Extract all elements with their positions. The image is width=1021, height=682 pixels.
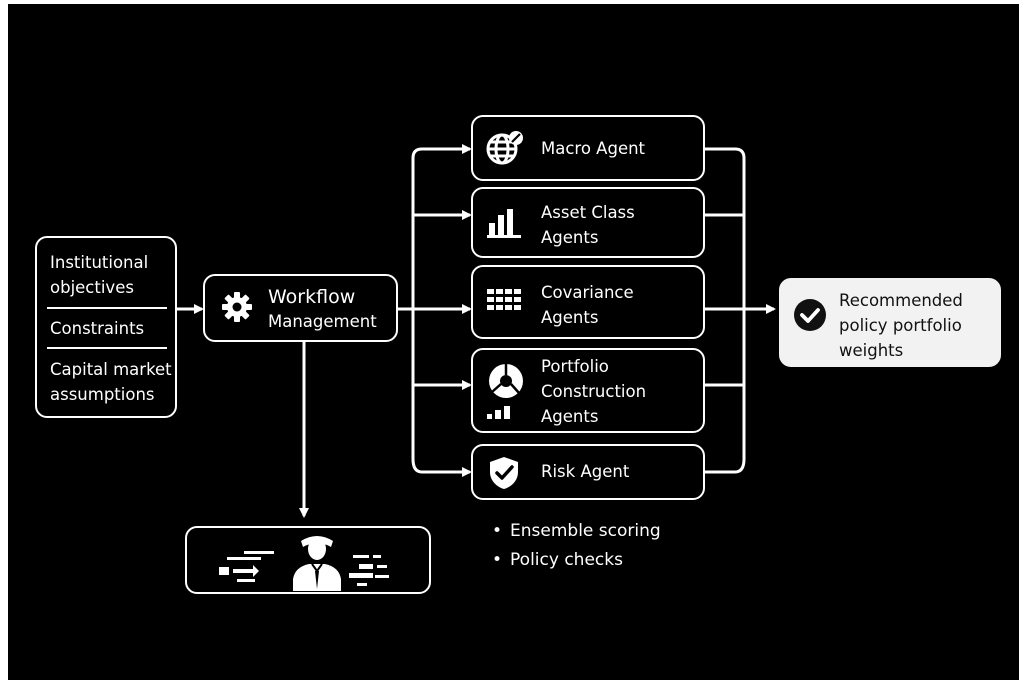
agent-label: Agents (541, 407, 599, 426)
globe-icon (486, 131, 523, 165)
agent-label: Asset Class (541, 203, 635, 222)
asset-class-agents-box: Asset Class Agents (471, 187, 705, 258)
bullet-item: • Ensemble scoring (492, 519, 661, 543)
agent-label: Risk Agent (541, 462, 630, 481)
divider (47, 347, 167, 349)
cma-line2: assumptions (50, 385, 155, 404)
check-circle-icon (794, 299, 826, 331)
bullet-item: • Policy checks (492, 548, 623, 572)
output-line2: policy portfolio (839, 316, 962, 335)
inputs-box: Institutional objectives Constraints Cap… (35, 236, 177, 418)
agent-label: Portfolio (541, 357, 609, 376)
diagram-canvas: Institutional objectives Constraints Cap… (8, 4, 1019, 680)
output-line1: Recommended (839, 291, 963, 310)
recommended-weights-box: Recommended policy portfolio weights (779, 278, 1001, 367)
agent-label: Agents (541, 308, 599, 327)
agent-label: Macro Agent (541, 139, 646, 158)
workflow-line1: Workflow (268, 286, 356, 308)
workflow-line2: Management (268, 312, 377, 331)
bullet-text: Ensemble scoring (510, 521, 661, 541)
agent-label: Agents (541, 228, 599, 247)
shield-check-icon (490, 457, 518, 489)
workflow-management-box: Workflow Management (203, 274, 398, 342)
bullet-text: Policy checks (510, 550, 623, 570)
agent-label: Covariance (541, 283, 634, 302)
macro-agent-box: Macro Agent (471, 115, 705, 181)
person-with-data-icon (219, 536, 389, 591)
output-line3: weights (839, 341, 904, 360)
left-bus (411, 147, 423, 474)
agent-label: Construction (541, 382, 647, 401)
cma-line1: Capital market (50, 360, 172, 379)
objectives-line2: objectives (50, 278, 134, 297)
objectives-line1: Institutional (50, 253, 149, 272)
connector-lines (176, 144, 776, 518)
human-review-box (185, 526, 431, 594)
bar-chart-icon (487, 209, 521, 238)
grid-matrix-icon (487, 289, 521, 310)
covariance-agents-box: Covariance Agents (471, 265, 705, 339)
gear-icon (222, 292, 252, 322)
bullet-dot: • (492, 550, 503, 570)
bullet-dot: • (492, 521, 503, 541)
divider (47, 307, 167, 309)
constraints-label: Constraints (50, 319, 145, 338)
pie-chart-icon (487, 364, 523, 419)
portfolio-construction-agents-box: Portfolio Construction Agents (471, 348, 705, 433)
risk-agent-box: Risk Agent (471, 444, 705, 500)
